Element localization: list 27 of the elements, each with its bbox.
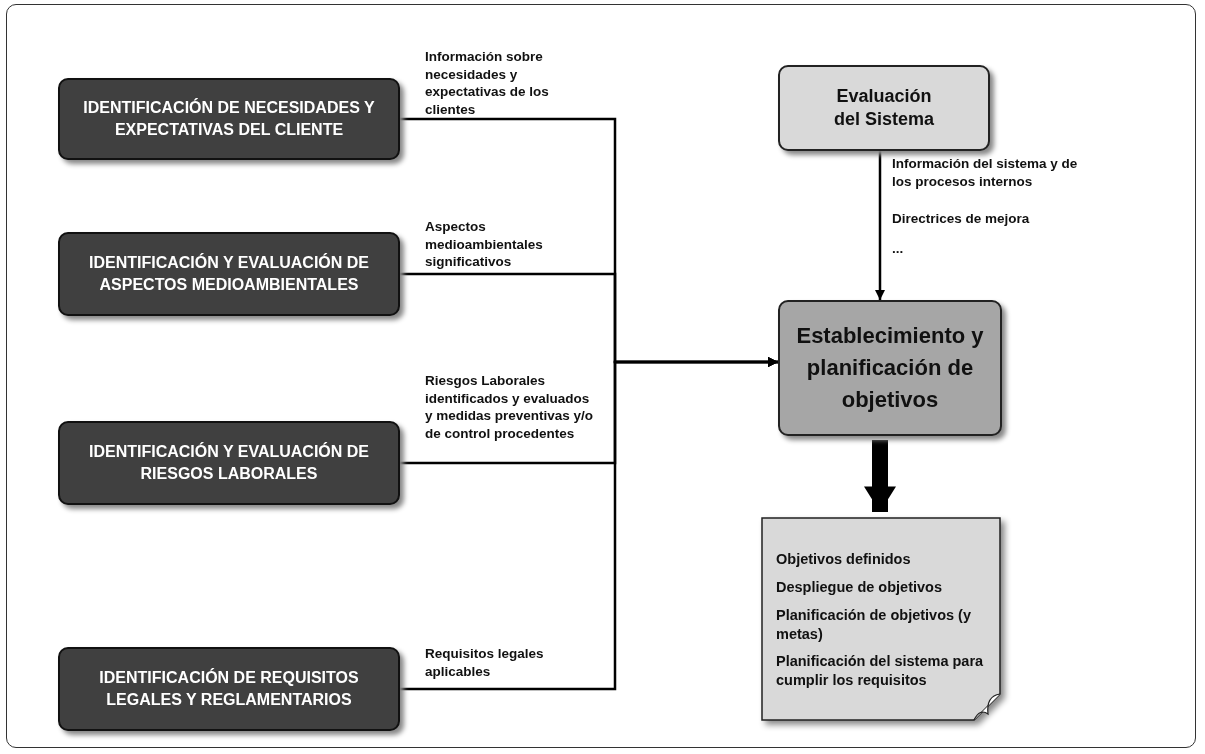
document-shape [762,518,1000,720]
block-arrow [864,440,896,512]
list-item-text: Planificación del sistema para cumplir los requisitos [776,652,985,691]
process-box [58,232,400,316]
edge-label: Aspectos medioambientales significativos [425,218,544,271]
list-item-text: Objetivos definidos [776,550,911,569]
box-text: Establecimiento y planificación de objetivos [795,322,985,414]
box-text: Evaluación del Sistema [832,84,935,131]
box-text: IDENTIFICACIÓN DE REQUISITOS LEGALES Y REGLAMENTARIOS [98,667,360,710]
list-item-text: Despliegue de objetivos [776,577,942,597]
arrow [875,151,885,300]
process-box [58,647,400,731]
box-text: IDENTIFICACIÓN DE NECESIDADES Y EXPECTATIVAS DEL CLIENTE [82,97,376,140]
edge-label: Riesgos Laborales identificados y evaluados y medidas preventivas y/o de control procedentes [425,372,595,443]
edge-label: Información del sistema y de los procesos internos [892,155,1079,191]
edge-label: Información sobre necesidades y expectativas de los clientes [425,48,550,119]
process-box [778,65,990,151]
note-text: Directrices de mejora [892,210,1030,228]
note-text: ... [892,240,904,258]
box-text: IDENTIFICACIÓN Y EVALUACIÓN DE RIESGOS LABORALES [88,441,370,484]
arrow [400,357,778,691]
list-item-text: Planificación de objetivos (y metas) [776,605,972,644]
process-box [58,421,400,505]
process-box [778,300,1002,436]
box-text: IDENTIFICACIÓN Y EVALUACIÓN DE ASPECTOS MEDIOAMBIENTALES [88,252,370,295]
process-box [58,78,400,160]
edge-label: Requisitos legales aplicables [425,645,545,681]
